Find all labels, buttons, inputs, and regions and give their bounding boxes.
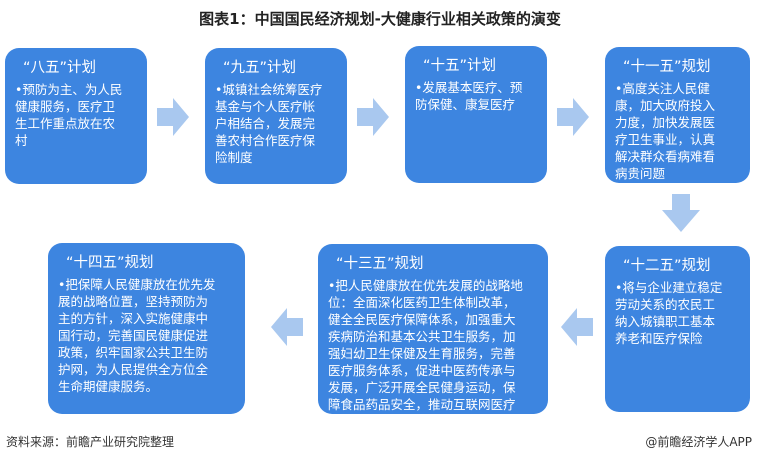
box-text-line: 解决群众看病难看	[615, 149, 716, 164]
box-text-line: 位：全面深化医药卫生体制改革，	[328, 295, 516, 310]
box-text-line: 基金与个人医疗帐	[215, 99, 316, 114]
box-heading: “十三五”规划	[336, 256, 424, 272]
box-text-line: 力度，加快发展医	[615, 115, 716, 130]
source-note: 资料来源：前瞻产业研究院整理	[6, 435, 175, 449]
box-text-line: 医疗服务体系，促进中医药传承与	[328, 363, 516, 378]
arrow-right-icon	[557, 98, 589, 136]
box-heading: “八五”计划	[23, 60, 97, 76]
box-9th-plan: “九五”计划 •城镇社会统筹医疗基金与个人医疗帐户相结合，发展完善农村合作医疗保险…	[205, 48, 347, 184]
box-text-line: 强妇幼卫生保健及生育服务，完善	[328, 346, 516, 361]
box-text-line: 政策，织牢国家公共卫生防	[58, 345, 209, 360]
box-text-line: •将与企业建立稳定	[615, 280, 723, 295]
box-heading: “九五”计划	[223, 60, 297, 76]
box-text-line: 健康服务，医疗卫	[15, 99, 116, 114]
arrow-right-icon	[357, 98, 389, 136]
box-text-line: •预防为主、为人民	[15, 82, 123, 97]
box-10th-plan: “十五”计划 •发展基本医疗、预防保健、康复医疗	[405, 46, 547, 183]
box-text-line: 养老和医疗保险	[615, 331, 703, 346]
box-14th-plan: “十四五”规划 •把保障人民健康放在优先发展的战略位置，坚持预防为主的方针，深入实…	[48, 243, 245, 414]
box-text-line: 善农村合作医疗保	[215, 133, 316, 148]
box-text-line: •把保障人民健康放在优先发	[58, 277, 216, 292]
box-text-line: 疾病防治和基本公共卫生服务，加	[328, 329, 516, 344]
box-text-line: 纳入城镇职工基本	[615, 314, 716, 329]
box-text-line: 健全全民医疗保障体系，加强重大	[328, 312, 516, 327]
box-text-line: 生工作重点放在农	[15, 116, 116, 131]
box-text-line: 康，加大政府投入	[615, 98, 716, 113]
box-text-line: 村	[15, 133, 28, 148]
box-heading: “十五”计划	[423, 58, 497, 74]
box-text-line: 劳动关系的农民工	[615, 297, 716, 312]
box-text-line: 护网，为人民提供全方位全	[58, 362, 209, 377]
box-text-line: 病贵问题	[615, 166, 666, 181]
box-text-line: 险制度	[215, 150, 253, 165]
page-title: 图表1：中国国民经济规划-大健康行业相关政策的演变	[199, 10, 561, 28]
box-text-line: 展的战略位置，坚持预防为	[58, 294, 209, 309]
box-heading: “十二五”规划	[623, 258, 711, 274]
arrow-down-icon	[662, 194, 700, 232]
box-11th-plan: “十一五”规划 •高度关注人民健康，加大政府投入力度，加快发展医疗卫生事业，认真解…	[605, 47, 750, 183]
box-text-line: 户相结合，发展完	[215, 116, 316, 131]
box-text-line: •发展基本医疗、预	[415, 80, 523, 95]
arrow-left-icon	[271, 308, 303, 346]
box-text-line: •高度关注人民健	[615, 81, 710, 96]
box-text-line: •城镇社会统筹医疗	[215, 82, 323, 97]
box-8th-plan: “八五”计划 •预防为主、为人民健康服务，医疗卫生工作重点放在农村	[5, 48, 147, 184]
box-12th-plan: “十二五”规划 •将与企业建立稳定劳动关系的农民工纳入城镇职工基本养老和医疗保险	[605, 246, 750, 412]
box-text-line: 防保健、康复医疗	[415, 97, 516, 112]
box-13th-plan: “十三五”规划 •把人民健康放在优先发展的战略地位：全面深化医药卫生体制改革， 健全…	[318, 244, 548, 414]
box-heading: “十四五”规划	[66, 255, 154, 271]
box-text-line: 发展，广泛开展全民健身运动，保	[328, 380, 516, 395]
box-text-line: 生命期健康服务。	[58, 379, 159, 394]
arrow-left-icon	[561, 308, 593, 346]
arrow-right-icon	[157, 98, 189, 136]
box-text-line: 疗卫生事业，认真	[615, 132, 716, 147]
box-text-line: •把人民健康放在优先发展的战略地	[328, 278, 523, 293]
box-text-line: 国行动，完善国民健康促进	[58, 328, 209, 343]
box-text-line: 主的方针，深入实施健康中	[58, 311, 209, 326]
box-heading: “十一五”规划	[623, 59, 711, 75]
brand-credit: @前瞻经济学人APP	[645, 435, 752, 449]
box-text-line: 障食品药品安全，推动互联网医疗	[328, 397, 516, 412]
